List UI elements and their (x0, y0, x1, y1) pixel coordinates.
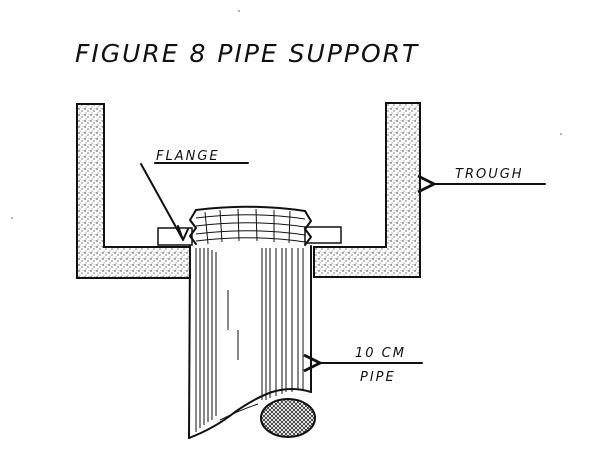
pipe-cross-section (260, 398, 316, 438)
flange-label: FLANGE (156, 149, 220, 164)
scan-speck (238, 10, 240, 12)
scan-speck (560, 133, 562, 135)
trough-right-section (313, 102, 421, 278)
figure-title: FIGURE 8 PIPE SUPPORT (75, 39, 419, 68)
pipe-body (188, 245, 312, 439)
trough-label: TROUGH (455, 167, 524, 182)
flange-pointer-line (140, 163, 183, 239)
trough-left-section (76, 103, 191, 279)
pipe-thread-collar (189, 205, 312, 246)
pipe-label: PIPE (360, 370, 396, 385)
pipe-size-label: 10 CM (355, 346, 406, 361)
flange-pointer-tip (177, 225, 189, 241)
scan-speck (11, 217, 13, 219)
